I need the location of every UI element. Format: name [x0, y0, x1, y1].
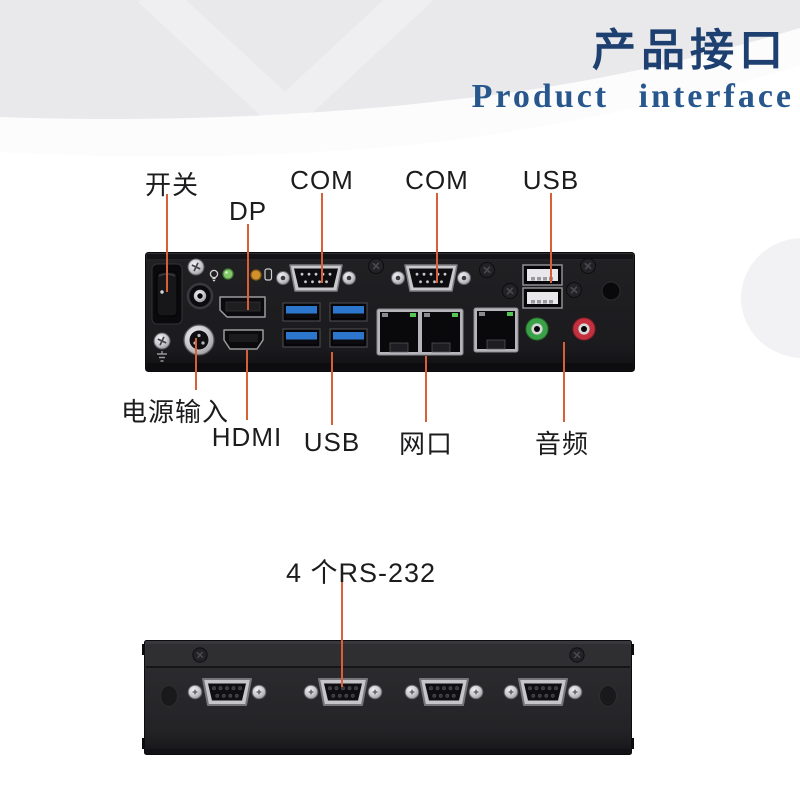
background-circle — [741, 238, 800, 358]
top-io-panel — [145, 252, 635, 372]
hdmi-port — [223, 329, 264, 350]
label-dp: DP — [228, 196, 268, 226]
bottom-io-panel — [142, 640, 634, 755]
ground-symbol-icon — [157, 351, 167, 362]
usb3-port — [329, 328, 368, 348]
panel-screw — [192, 647, 208, 663]
ground-screw — [153, 332, 171, 350]
label-power-input: 电源输入 — [120, 397, 230, 427]
leader-line-com2 — [436, 193, 438, 283]
bottom-panel-top-strip — [146, 642, 630, 666]
background-white-sweep — [0, 28, 800, 157]
top-panel-top-edge — [147, 254, 633, 259]
hdd-led-icon — [264, 268, 273, 281]
bottom-panel-bottom-edge — [146, 749, 630, 754]
label-hdmi: HDMI — [211, 422, 283, 452]
hdd-led — [250, 269, 262, 281]
lan-port-dual — [376, 308, 464, 356]
leader-line-audio — [563, 342, 565, 422]
audio-jack-mic — [572, 317, 596, 341]
leader-line-usb3 — [331, 352, 333, 425]
usb3-port — [329, 302, 368, 322]
lan-led — [382, 313, 388, 317]
top-panel-bottom-edge — [147, 363, 633, 370]
dp-port — [219, 296, 266, 318]
leader-line-lan — [425, 356, 427, 422]
lan-led — [452, 313, 458, 317]
panel-screw — [569, 647, 585, 663]
panel-hole — [601, 281, 621, 301]
leader-line-usb2 — [550, 193, 552, 283]
lan-led — [410, 313, 416, 317]
power-led — [222, 268, 234, 280]
panel-oval-hole — [160, 685, 178, 707]
panel-screw — [565, 281, 583, 299]
label-usb2: USB — [522, 165, 580, 195]
panel-screw — [478, 261, 496, 279]
audio-jack-lineout — [525, 317, 549, 341]
leader-line-com1 — [321, 193, 323, 283]
lan-led — [479, 312, 485, 316]
bottom-panel-seam — [146, 666, 630, 668]
panel-screw — [579, 257, 597, 275]
leader-line-power-switch — [166, 194, 168, 292]
label-com2: COM — [405, 165, 469, 195]
leader-line-rs232 — [341, 581, 343, 687]
panel-screw — [367, 257, 385, 275]
leader-line-hdmi — [246, 350, 248, 420]
bottom-panel-highlight — [146, 642, 630, 644]
label-audio: 音频 — [534, 429, 590, 459]
panel-screw — [187, 258, 205, 276]
label-rs232: 4 个RS-232 — [285, 558, 437, 588]
label-com1: COM — [290, 165, 354, 195]
usb3-port — [282, 302, 321, 322]
lan-led — [507, 312, 513, 316]
round-jack-connector — [186, 282, 214, 310]
power-input-connector — [183, 324, 215, 356]
usb2-port — [522, 264, 563, 286]
panel-oval-hole — [599, 685, 617, 707]
page-subtitle: Product interface — [471, 78, 794, 115]
lan-led — [424, 313, 430, 317]
leader-line-dp — [247, 224, 249, 310]
usb2-port — [522, 287, 563, 309]
lan-port — [473, 307, 519, 353]
label-lan: 网口 — [398, 429, 454, 459]
usb3-port — [282, 328, 321, 348]
leader-line-power-input — [195, 338, 197, 390]
page-title: 产品接口 — [592, 26, 788, 75]
label-power-switch: 开关 — [144, 170, 200, 200]
label-usb3: USB — [303, 427, 361, 457]
panel-screw — [501, 282, 519, 300]
power-led-icon — [209, 269, 219, 282]
bottom-panel-body — [144, 640, 632, 755]
